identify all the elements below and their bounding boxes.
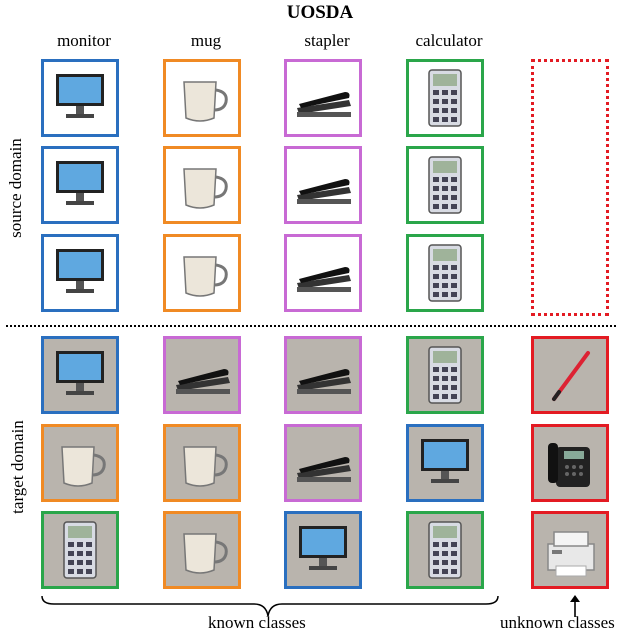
stapler-icon: [297, 92, 351, 117]
source-tile-calculator: [406, 59, 484, 137]
calculator-icon: [428, 521, 462, 579]
target-tile-mug: [163, 511, 241, 589]
monitor-icon: [56, 249, 104, 293]
calculator-icon: [428, 156, 462, 214]
calculator-icon: [428, 69, 462, 127]
mug-icon: [183, 256, 228, 297]
stapler-icon: [297, 267, 351, 292]
monitor-icon: [56, 161, 104, 205]
known-classes-brace: [41, 595, 499, 617]
arrow-up-icon: [570, 595, 580, 617]
source-tile-calculator: [406, 146, 484, 224]
calculator-icon: [428, 346, 462, 404]
target-tile-monitor: [284, 511, 362, 589]
monitor-icon: [299, 526, 347, 570]
pen-icon: [552, 351, 590, 401]
stapler-icon: [297, 179, 351, 204]
column-label-calculator: calculator: [415, 31, 483, 50]
target-tile-unknown: [531, 336, 609, 414]
target-tile-stapler: [284, 424, 362, 502]
domain-divider: [6, 325, 616, 327]
source-tile-stapler: [284, 234, 362, 312]
known-classes-label: known classes: [208, 613, 306, 632]
figure-title: UOSDA: [286, 2, 354, 23]
target-tile-calculator: [41, 511, 119, 589]
mug-icon: [61, 446, 106, 487]
mug-icon: [183, 446, 228, 487]
stapler-icon: [297, 457, 351, 482]
monitor-icon: [56, 351, 104, 395]
target-tile-calculator: [406, 511, 484, 589]
target-tile-monitor: [406, 424, 484, 502]
unknown-source-placeholder: [531, 59, 609, 316]
target-tile-stapler: [163, 336, 241, 414]
target-tile-monitor: [41, 336, 119, 414]
mug-icon: [183, 533, 228, 574]
stapler-icon: [176, 369, 230, 394]
target-tile-mug: [163, 424, 241, 502]
column-label-mug: mug: [190, 31, 222, 50]
monitor-icon: [56, 74, 104, 118]
calculator-icon: [428, 244, 462, 302]
source-tile-monitor: [41, 59, 119, 137]
source-tile-calculator: [406, 234, 484, 312]
source-tile-mug: [163, 146, 241, 224]
target-tile-stapler: [284, 336, 362, 414]
target-tile-unknown: [531, 424, 609, 502]
column-label-monitor: monitor: [57, 31, 111, 50]
calculator-icon: [63, 521, 97, 579]
target-tile-unknown: [531, 511, 609, 589]
source-tile-mug: [163, 59, 241, 137]
unknown-classes-label: unknown classes: [500, 613, 615, 632]
source-tile-monitor: [41, 234, 119, 312]
source-tile-mug: [163, 234, 241, 312]
row-label-target: target domain: [8, 420, 27, 514]
source-tile-stapler: [284, 146, 362, 224]
row-label-source: source domain: [6, 138, 25, 238]
target-tile-calculator: [406, 336, 484, 414]
monitor-icon: [421, 439, 469, 483]
target-tile-mug: [41, 424, 119, 502]
printer-icon: [547, 531, 595, 577]
source-tile-stapler: [284, 59, 362, 137]
column-label-stapler: stapler: [304, 31, 350, 50]
stapler-icon: [297, 369, 351, 394]
mug-icon: [183, 168, 228, 209]
source-tile-monitor: [41, 146, 119, 224]
phone-icon: [548, 443, 590, 487]
mug-icon: [183, 81, 228, 122]
